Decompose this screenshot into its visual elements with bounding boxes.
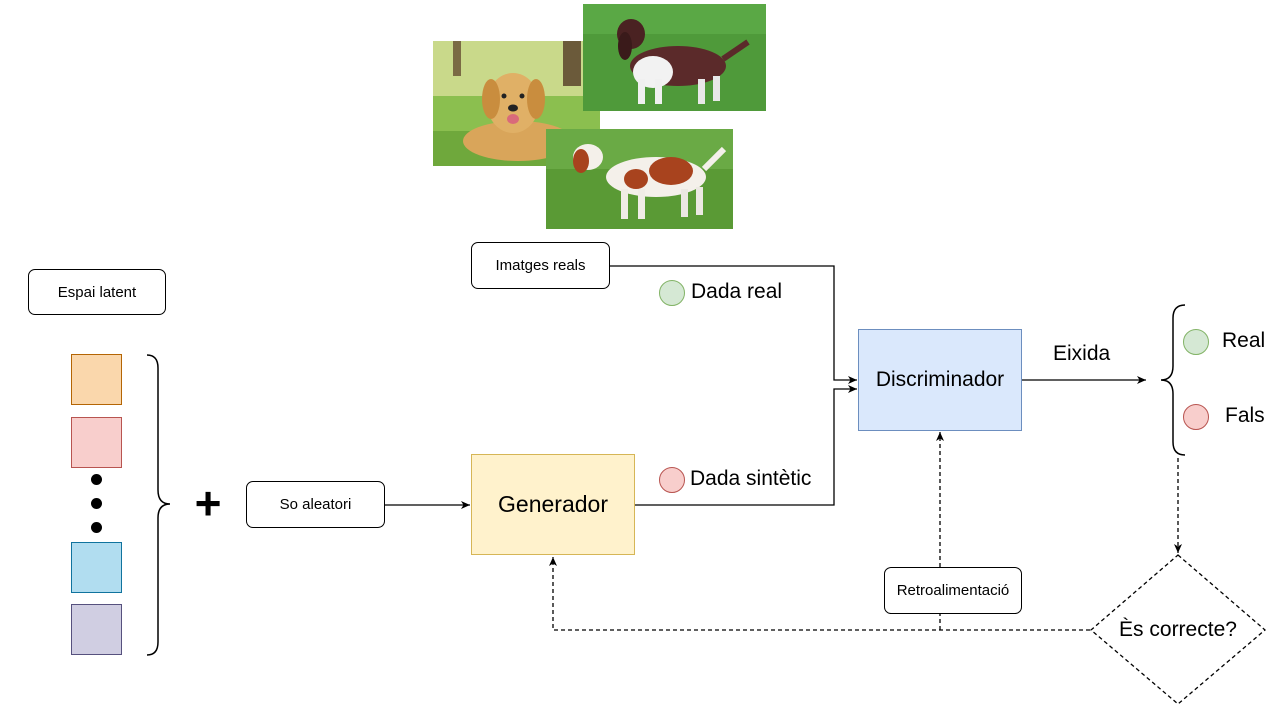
synthetic-data-label: Dada sintètic [690, 467, 812, 490]
real-output-circle [1183, 329, 1209, 355]
real-images-box: Imatges reals [471, 242, 610, 289]
arrow-generator-to-discriminator [635, 385, 857, 506]
latent-square-blue [71, 542, 122, 593]
decision-label: Ès correcte? [1119, 618, 1237, 641]
real-images-label: Imatges reals [495, 257, 586, 274]
ellipsis-dot [91, 474, 102, 485]
generator-label: Generador [498, 491, 608, 517]
ellipsis-dot [91, 522, 102, 533]
arrow-real-to-discriminator [610, 265, 857, 384]
discriminator-block: Discriminador [858, 329, 1022, 431]
plus-sign: + [194, 477, 222, 529]
photo-welsh-springer-spaniel [546, 129, 733, 229]
fake-output-circle [1183, 404, 1209, 430]
real-data-label: Dada real [691, 280, 783, 303]
ellipsis-dot [91, 498, 102, 509]
real-output-label: Real [1222, 329, 1266, 352]
latent-square-orange [71, 354, 122, 405]
output-label: Eixida [1053, 342, 1111, 365]
latent-brace [146, 354, 171, 656]
latent-space-box: Espai latent [28, 269, 166, 315]
decision-diamond [1090, 554, 1266, 705]
latent-square-purple [71, 604, 122, 655]
latent-square-red [71, 417, 122, 468]
feedback-label: Retroalimentació [896, 582, 1010, 599]
real-data-circle [659, 280, 685, 306]
latent-space-label: Espai latent [57, 283, 137, 301]
generator-block: Generador [471, 454, 635, 555]
fake-output-label: Fals [1225, 404, 1265, 427]
synthetic-data-circle [659, 467, 685, 493]
discriminator-label: Discriminador [875, 368, 1005, 391]
random-noise-label: So aleatori [279, 496, 352, 513]
arrow-feedback-to-generator [549, 557, 1090, 631]
feedback-box: Retroalimentació [884, 567, 1022, 614]
output-brace [1160, 304, 1186, 456]
random-noise-box: So aleatori [246, 481, 385, 528]
photo-springer-spaniel [583, 4, 766, 111]
